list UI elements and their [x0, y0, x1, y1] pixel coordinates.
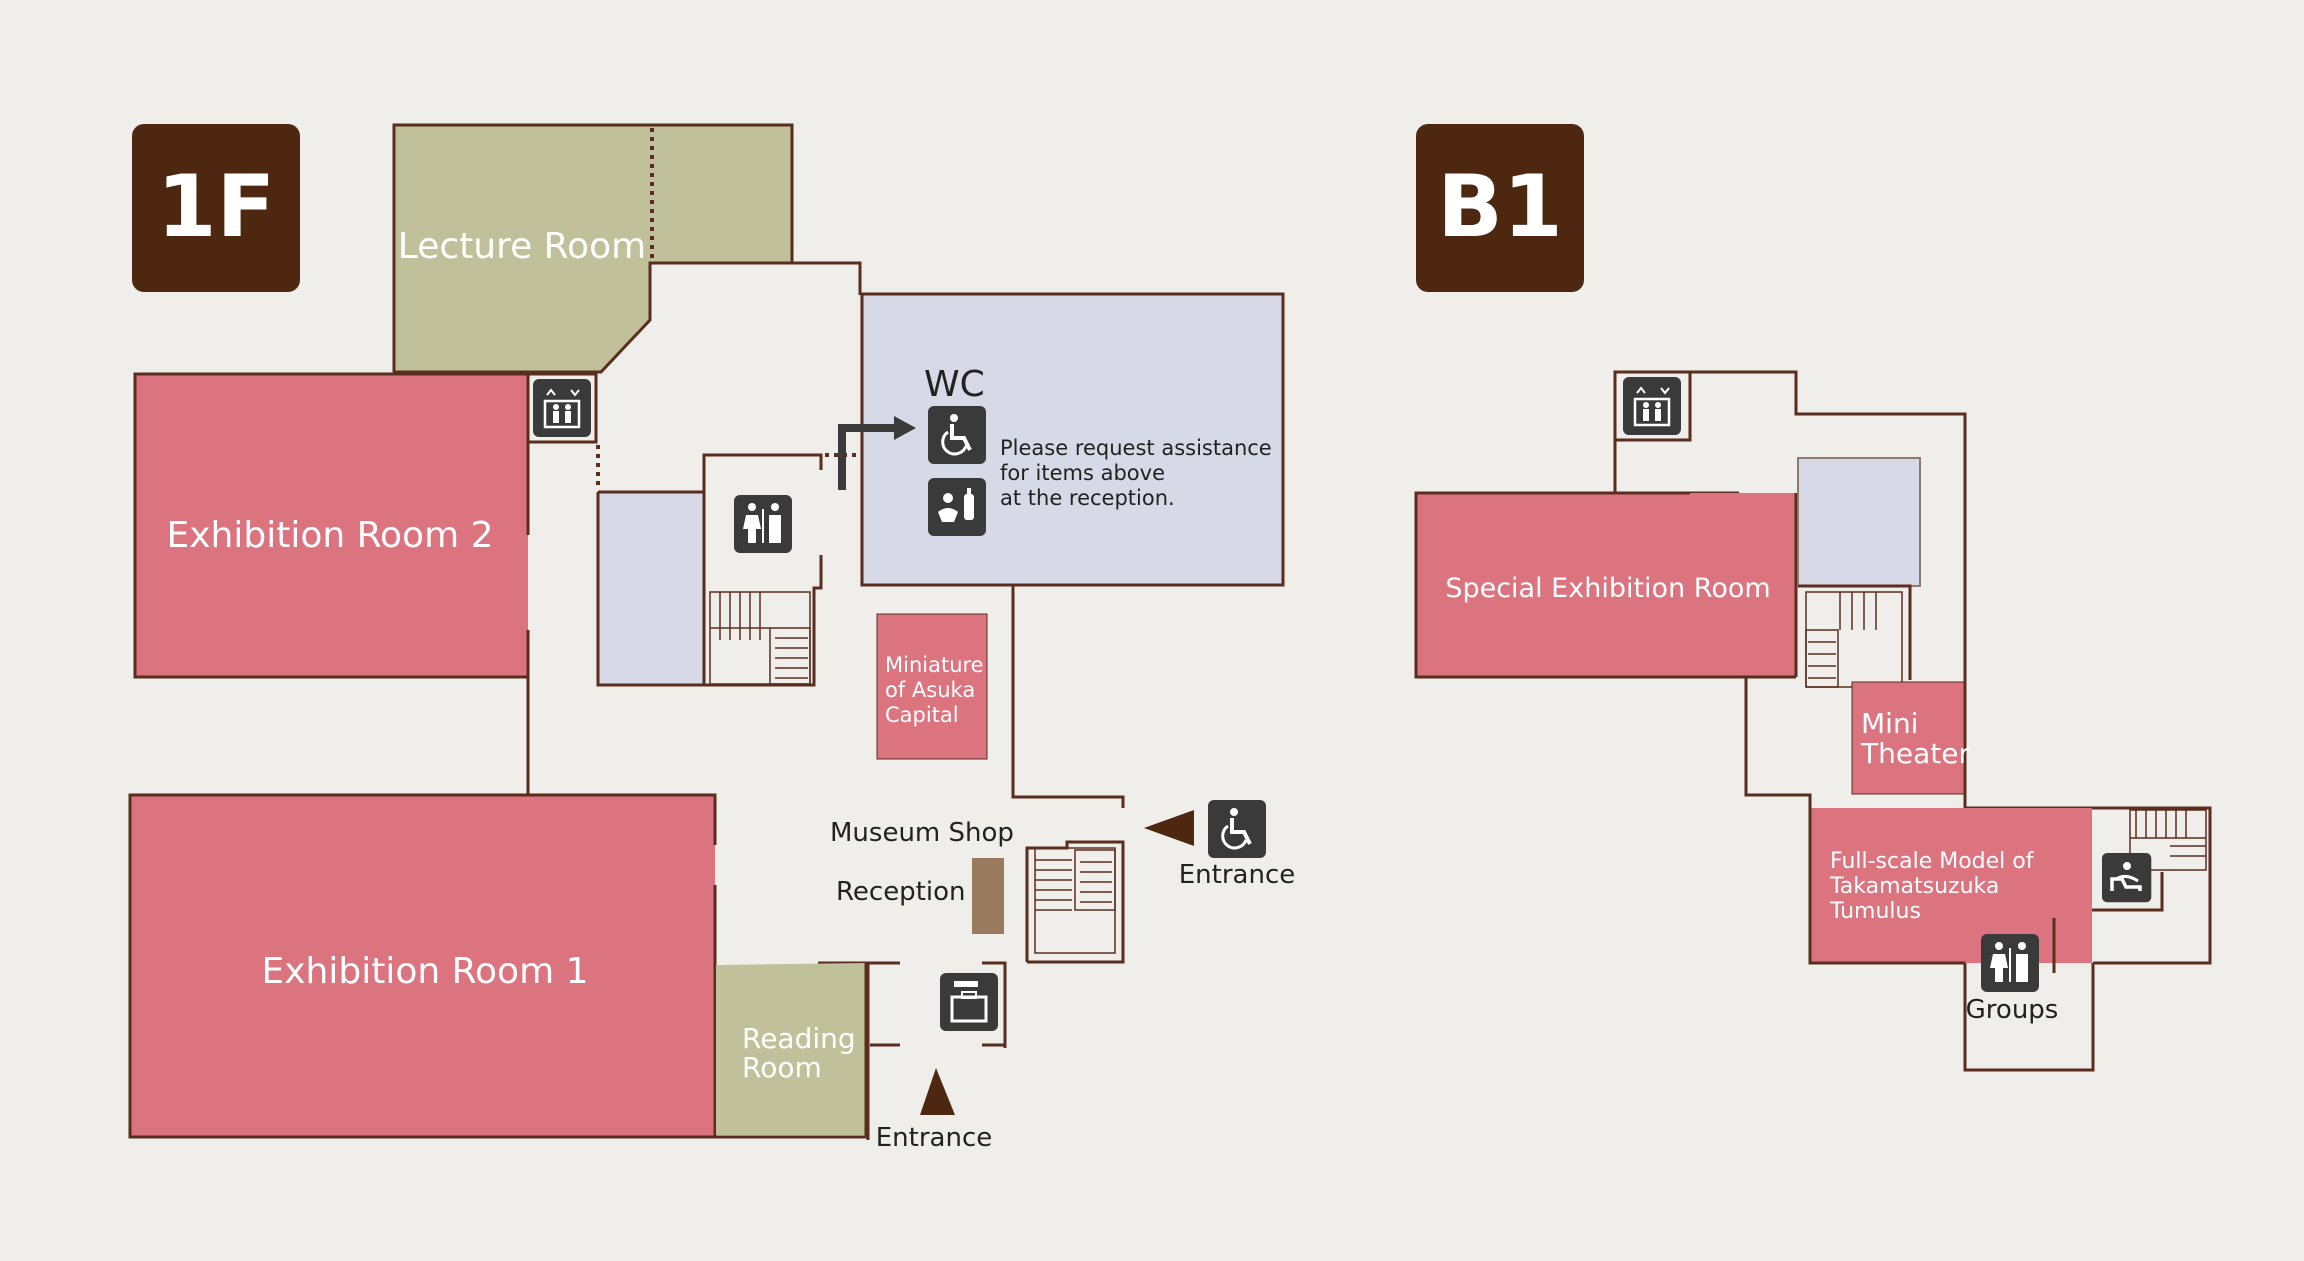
stairs-1f-entrance: [1025, 840, 1125, 964]
reception-label[interactable]: Reception: [836, 877, 966, 907]
lounge-icon: [2102, 853, 2152, 903]
exhibition-room-2[interactable]: Exhibition Room 2: [133, 372, 530, 679]
entrance-arrow-icon: [920, 1068, 955, 1115]
reading-room[interactable]: Reading Room: [716, 963, 868, 1137]
reading-room-label-line-2: Room: [742, 1051, 822, 1084]
takamatsuzuka-label-line-2: Takamatsuzuka: [1829, 874, 1999, 899]
lecture-room-label: Lecture Room: [398, 226, 646, 267]
wc-title: WC: [924, 364, 985, 405]
special-exhibition-label: Special Exhibition Room: [1445, 573, 1770, 604]
special-exhibition-room[interactable]: Special Exhibition Room: [1414, 491, 1798, 679]
wc-area[interactable]: WC Please request assistance for items a…: [860, 292, 1285, 587]
museum-shop-label[interactable]: Museum Shop: [830, 818, 1014, 848]
miniature-label-line-1: Miniature: [885, 653, 984, 677]
restroom-1f[interactable]: [734, 495, 792, 553]
elevator-1f[interactable]: [526, 372, 598, 444]
miniature-asuka-capital[interactable]: Miniature of Asuka Capital: [876, 613, 988, 760]
baby-care-icon: [928, 478, 986, 536]
entrance-south[interactable]: Entrance: [876, 1068, 993, 1153]
takamatsuzuka-model-room[interactable]: Full-scale Model of Takamatsuzuka Tumulu…: [1808, 808, 2092, 965]
mini-theater[interactable]: Mini Theater: [1851, 681, 1970, 795]
floor-1f: 1F Lecture Room Exhibition Room 2: [128, 123, 1295, 1153]
lounge-b1[interactable]: [2092, 809, 2207, 912]
elevator-b1[interactable]: [1613, 370, 1692, 442]
takamatsuzuka-label-line-3: Tumulus: [1829, 899, 1921, 924]
locker-icon[interactable]: [940, 973, 998, 1031]
floor-b1: B1 Special Exhibition Room: [1414, 124, 2212, 1072]
floor-badge-b1[interactable]: B1: [1416, 124, 1584, 292]
floor-badge-b1-text: B1: [1437, 157, 1562, 257]
wheelchair-icon: [1208, 800, 1266, 858]
entrance-arrow-icon: [1144, 810, 1194, 846]
miniature-label-line-3: Capital: [885, 703, 959, 727]
staff-room-1f: [596, 453, 823, 687]
elevator-icon: [1623, 377, 1681, 435]
exhibition-room-2-label: Exhibition Room 2: [167, 515, 494, 556]
lecture-room[interactable]: Lecture Room: [392, 123, 794, 374]
groups-label: Groups: [1966, 995, 2059, 1025]
staff-room-b1: [1797, 457, 1921, 587]
floor-badge-1f-text: 1F: [157, 157, 276, 257]
miniature-label-line-2: of Asuka: [885, 678, 975, 702]
reading-room-label-line-1: Reading: [742, 1022, 856, 1055]
entrance-east-label: Entrance: [1179, 860, 1296, 890]
takamatsuzuka-label-line-1: Full-scale Model of: [1830, 849, 2035, 874]
stairs-1f-upper: [709, 591, 811, 685]
entrance-east[interactable]: Entrance: [1144, 800, 1295, 890]
wheelchair-icon: [928, 406, 986, 464]
entrance-south-label: Entrance: [876, 1123, 993, 1153]
groups-restroom[interactable]: Groups: [1963, 918, 2095, 1072]
stairs-b1: [1798, 584, 1912, 688]
elevator-icon: [533, 379, 591, 437]
wc-note-line-1: Please request assistance: [1000, 436, 1272, 460]
floor-badge-1f[interactable]: 1F: [132, 124, 300, 292]
exhibition-room-1[interactable]: Exhibition Room 1: [128, 793, 868, 1139]
exhibition-room-1-label: Exhibition Room 1: [262, 951, 589, 992]
mini-theater-label-line-2: Theater: [1860, 737, 1970, 770]
wc-direction-arrow-icon: [825, 416, 916, 490]
reception-desk[interactable]: [972, 858, 1004, 934]
mini-theater-label-line-1: Mini: [1861, 707, 1918, 740]
wc-note-line-2: for items above: [1000, 461, 1165, 485]
restroom-icon: [1981, 934, 2039, 992]
wc-note-line-3: at the reception.: [1000, 486, 1175, 510]
